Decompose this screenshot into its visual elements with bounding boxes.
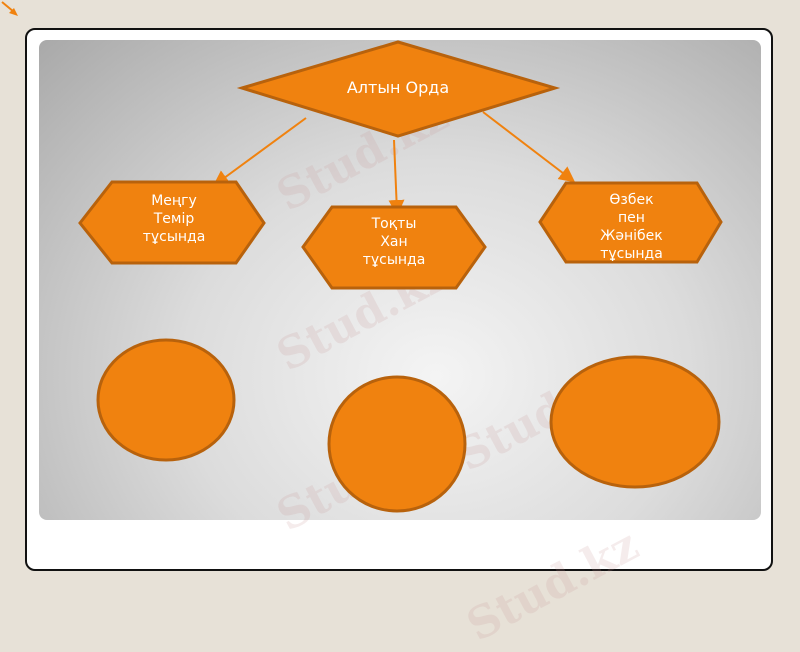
- hexagon-tokty-label: Тоқты Хан тұсында: [332, 215, 456, 269]
- label-line: Хан: [380, 234, 408, 250]
- label-line: тұсында: [600, 246, 663, 262]
- label-line: Темір: [153, 211, 195, 227]
- hexagon-ozbek-label: Өзбек пен Жәнібек тұсында: [566, 191, 697, 263]
- label-line: Жәнібек: [600, 228, 663, 244]
- hexagon-tokty[interactable]: [301, 205, 487, 290]
- corner-arrow-icon: [1, 1, 18, 16]
- label-line: тұсында: [362, 252, 426, 268]
- label-line: Тоқты: [371, 216, 417, 232]
- circle-1[interactable]: [96, 338, 236, 462]
- label-line: Өзбек: [609, 192, 654, 208]
- label-line: Меңгу: [151, 193, 197, 209]
- hexagon-mengu-label: Меңгу Темір тұсында: [112, 192, 236, 246]
- root-label: Алтын Орда: [346, 78, 450, 97]
- label-line: тұсында: [142, 229, 206, 245]
- circle-3[interactable]: [549, 355, 721, 489]
- circle-2[interactable]: [327, 375, 467, 513]
- hexagon-ozbek[interactable]: [538, 181, 723, 264]
- root-diamond[interactable]: [236, 40, 561, 138]
- arrow-to-ozbek: [482, 111, 576, 183]
- label-line: пен: [618, 210, 645, 226]
- hexagon-mengu[interactable]: [78, 180, 266, 265]
- diagram-canvas: [78, 40, 723, 513]
- arrow-to-mengu: [212, 117, 307, 187]
- arrow-to-tokty: [388, 139, 405, 216]
